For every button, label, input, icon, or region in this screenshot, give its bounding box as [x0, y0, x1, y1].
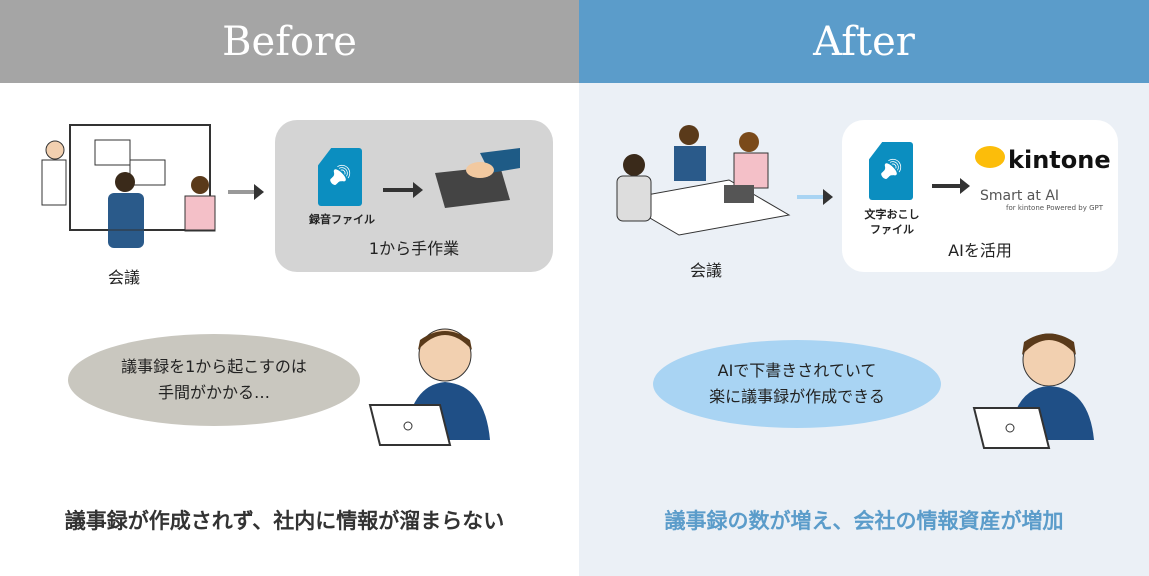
- bubble-line: AIで下書きされていて: [717, 361, 877, 380]
- transcript-file-icon: [869, 142, 913, 200]
- before-header: Before: [0, 0, 579, 83]
- happy-person-illustration: [972, 333, 1094, 449]
- arrow-icon: [228, 184, 264, 200]
- bubble-line: 楽に議事録が作成できる: [709, 387, 885, 406]
- smart-at-ai-subtitle: for kintone Powered by GPT: [1006, 204, 1103, 212]
- worried-person-illustration: [368, 328, 490, 446]
- keyboard-typing-icon: [435, 148, 520, 208]
- process-caption: AIを活用: [948, 241, 1012, 260]
- speech-bubble: AIで下書きされていて楽に議事録が作成できる: [653, 340, 941, 428]
- arrow-icon: [932, 178, 970, 194]
- transcript-file-label: 文字おこしファイル: [864, 208, 920, 236]
- process-caption: 1から手作業: [368, 239, 460, 258]
- arrow-icon: [797, 189, 833, 205]
- bubble-line: 手間がかかる…: [157, 383, 270, 402]
- audio-file-label: 録音ファイル: [309, 213, 375, 226]
- meeting-illustration: [616, 125, 791, 236]
- smart-at-ai-logo: Smart at AI: [980, 188, 1060, 204]
- kintone-cloud-icon: [975, 146, 1005, 168]
- after-conclusion: 議事録の数が増え、会社の情報資産が増加: [664, 509, 1064, 533]
- audio-file-icon: [318, 148, 362, 206]
- manual-process-box: 録音ファイル 1から手作業: [275, 120, 553, 272]
- before-panel: Before 会議 録音ファイル 1から手作業 議事録を1から起こすのは手間がか…: [0, 0, 579, 576]
- meeting-label: 会議: [690, 261, 723, 280]
- after-header: After: [579, 0, 1149, 83]
- meeting-label: 会議: [108, 268, 141, 287]
- speech-bubble: 議事録を1から起こすのは手間がかかる…: [68, 334, 360, 426]
- meeting-illustration: [41, 124, 216, 248]
- kintone-logo: kintone: [1008, 146, 1111, 174]
- before-conclusion: 議事録が作成されず、社内に情報が溜まらない: [64, 509, 505, 533]
- arrow-icon: [383, 182, 423, 198]
- bubble-line: 議事録を1から起こすのは: [121, 357, 307, 376]
